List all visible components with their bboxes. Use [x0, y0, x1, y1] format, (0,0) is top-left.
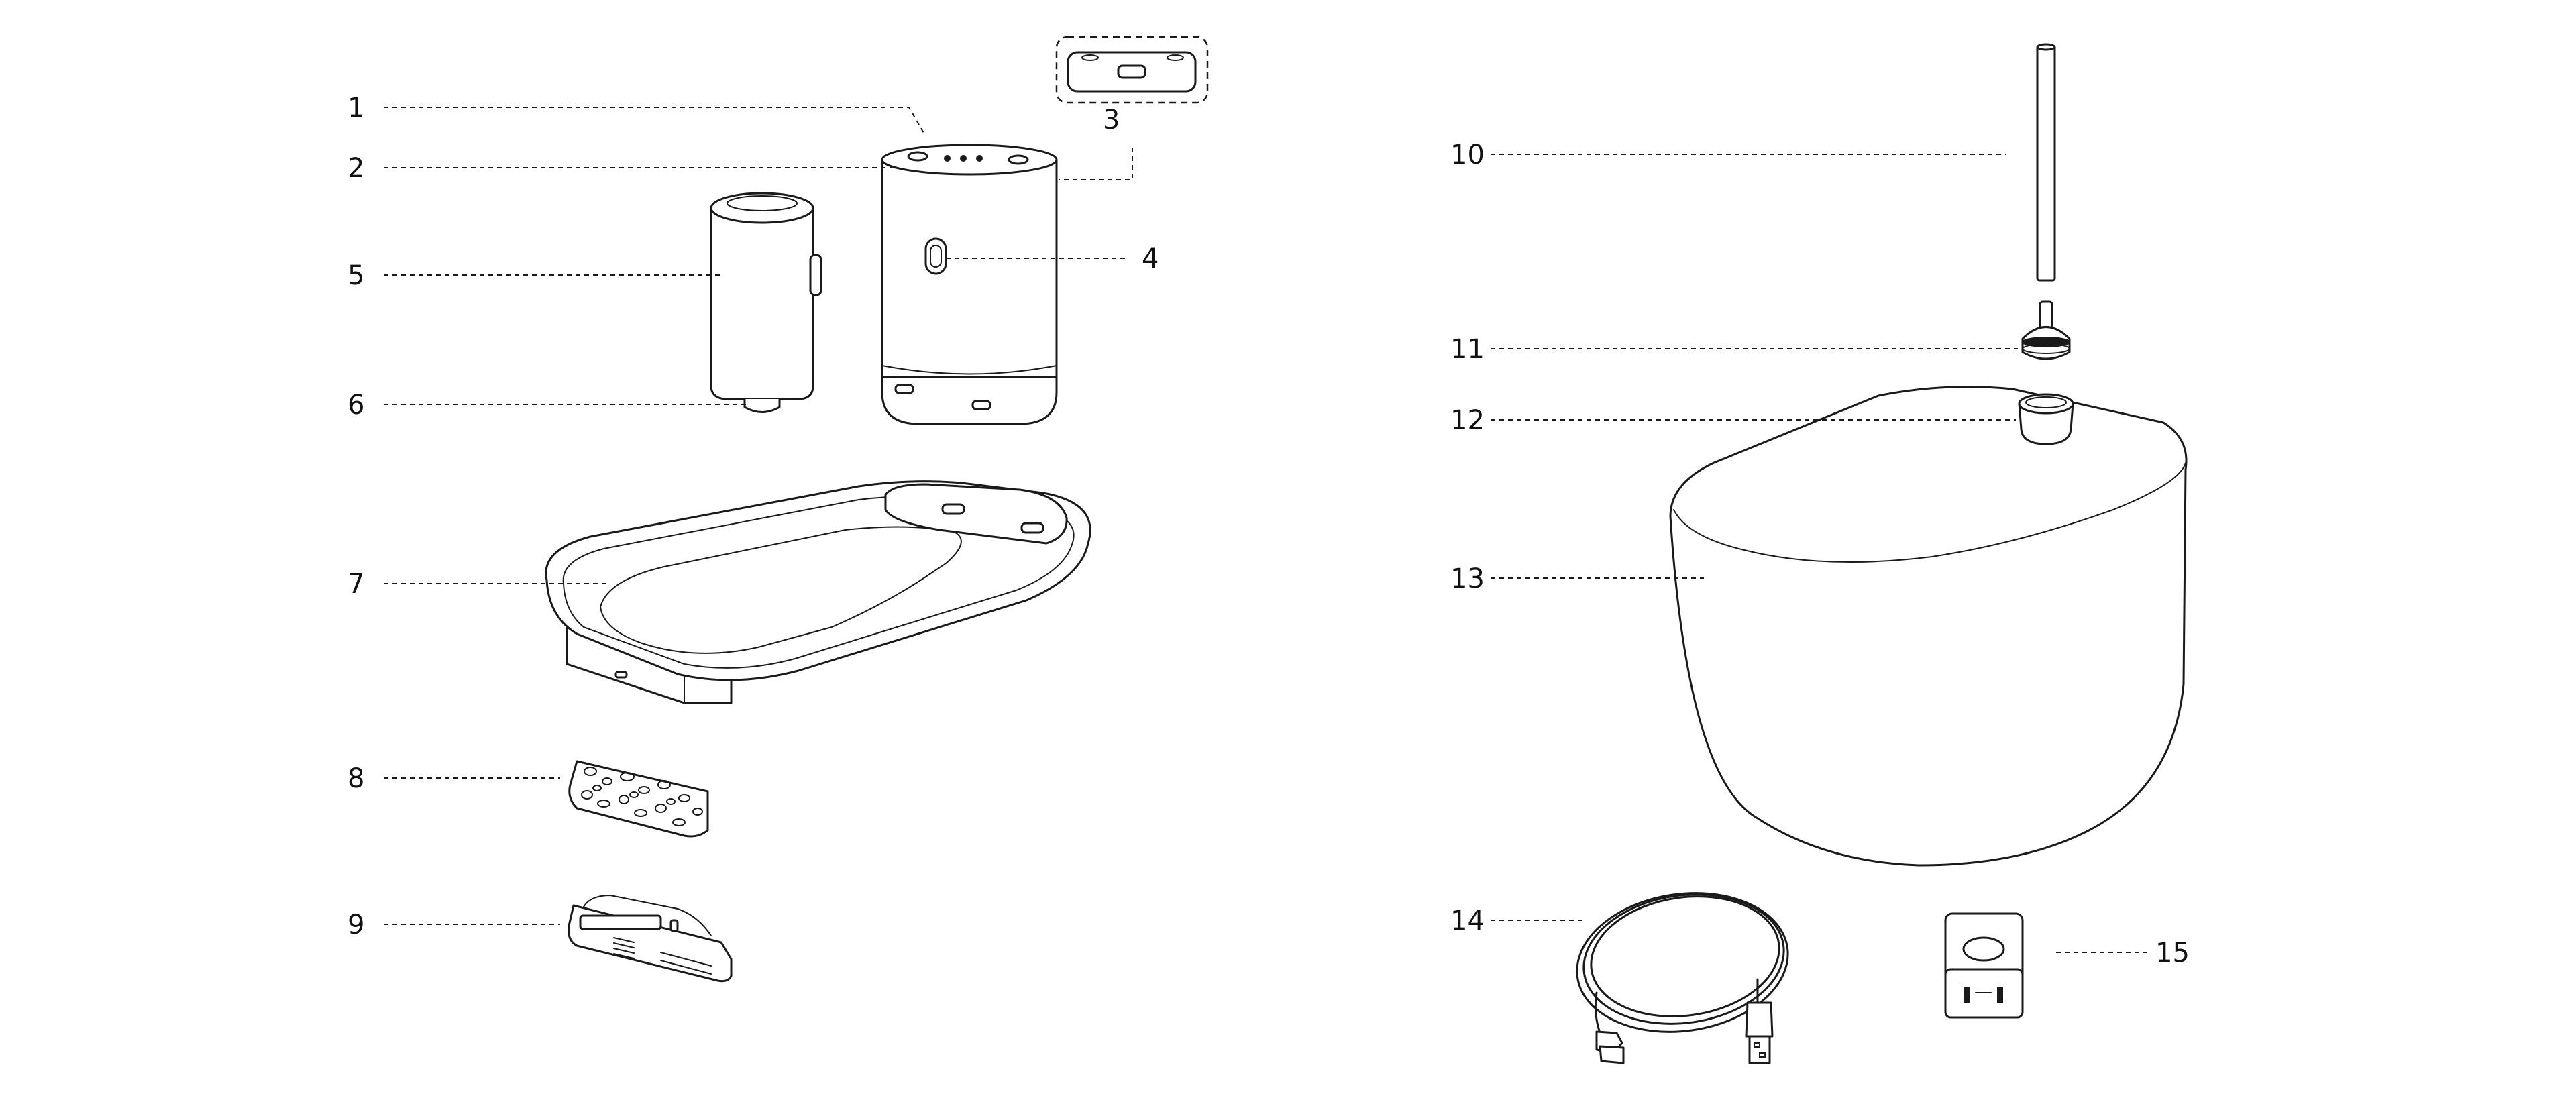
part-3-pump-top-detail	[1055, 36, 1209, 104]
callout-12: 12	[1450, 405, 1485, 436]
leader-lines	[384, 107, 2147, 953]
callout-9: 9	[347, 910, 364, 940]
callout-14: 14	[1450, 905, 1485, 936]
callout-3: 3	[1103, 105, 1120, 135]
part-11-valve-stopper	[2021, 300, 2071, 360]
part-5-cylinder-cartridge	[710, 192, 822, 400]
part-12-cup	[2018, 393, 2074, 445]
callout-2: 2	[347, 153, 364, 184]
leader-1	[384, 107, 925, 135]
part-2-pump-body	[881, 144, 1058, 425]
callout-5: 5	[347, 260, 364, 291]
callout-8: 8	[347, 763, 364, 794]
part-7-base-tray	[545, 480, 1091, 704]
part-15-power-adapter	[1944, 912, 2024, 1019]
callout-13: 13	[1450, 563, 1485, 594]
part-8-sponge-filter	[568, 760, 709, 838]
callout-10: 10	[1450, 140, 1485, 170]
callout-6: 6	[347, 390, 364, 421]
part-6-cartridge-bottom-nub	[743, 398, 781, 413]
callout-4: 4	[1142, 243, 1159, 274]
part-14-usb-cable	[1576, 892, 1789, 1064]
callout-labels: 1 2 3 4 5 6 7 8 9 10 11 12 13 14 15	[347, 93, 2190, 969]
part-9-filter-holder	[568, 894, 733, 983]
callout-15: 15	[2155, 938, 2190, 969]
callout-11: 11	[1450, 334, 1485, 365]
part-1-pump-top-controls	[907, 151, 1029, 165]
callout-1: 1	[347, 93, 364, 123]
part-13-water-tank	[1669, 386, 2188, 867]
callout-7: 7	[347, 569, 364, 600]
part-4-pump-inlet	[924, 237, 947, 275]
part-10-straw-tube	[2036, 43, 2056, 282]
leader-3	[1059, 148, 1133, 180]
